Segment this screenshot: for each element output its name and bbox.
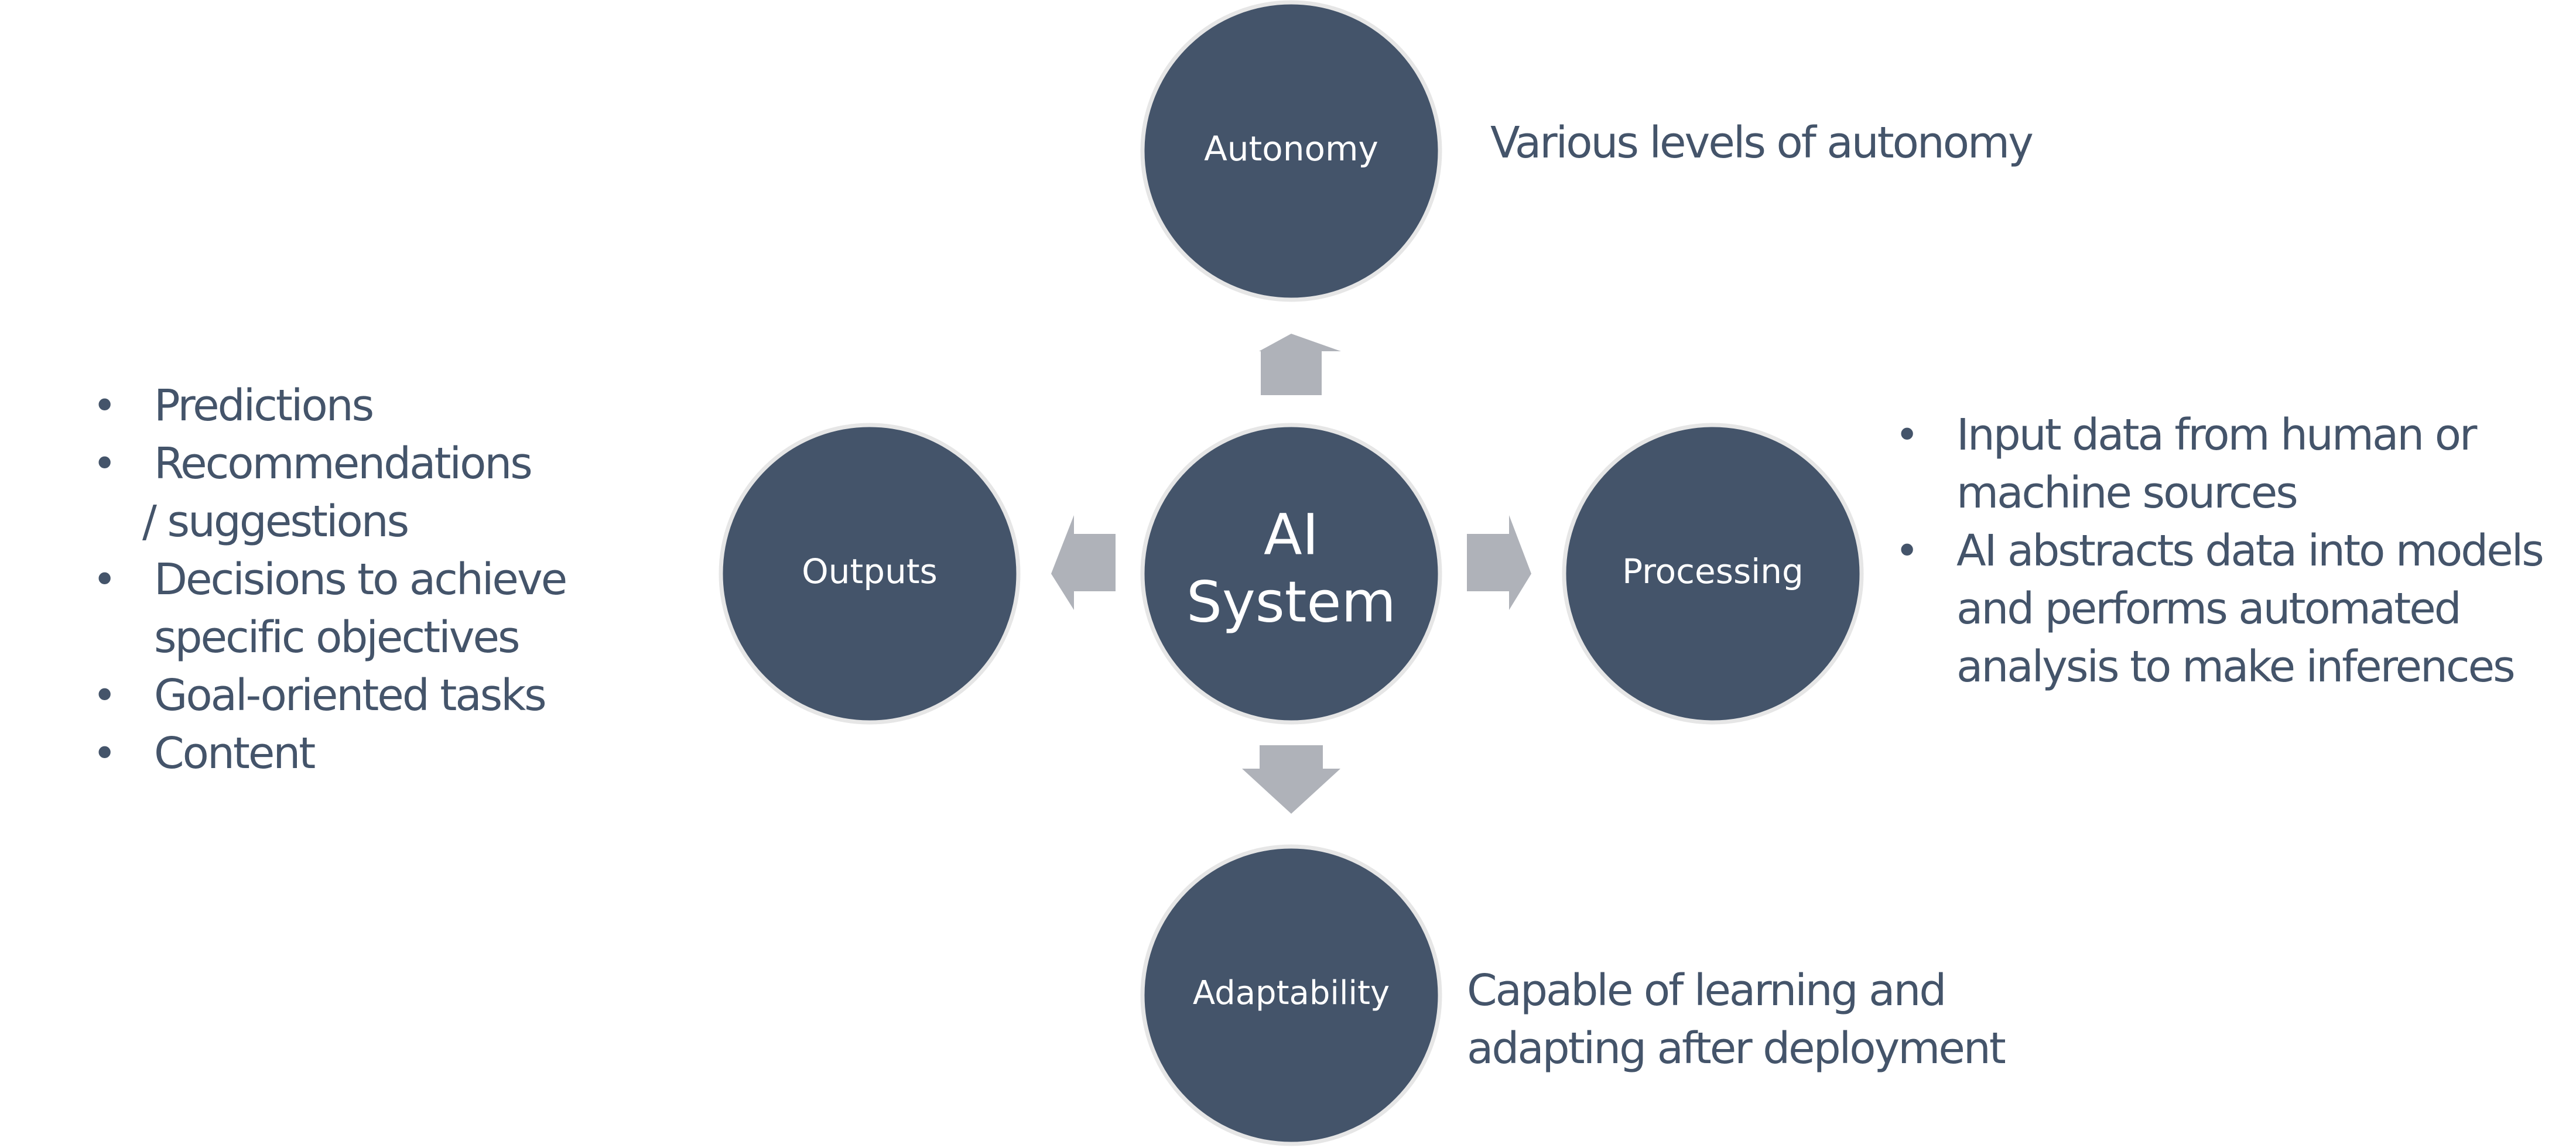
autonomy-description: Various levels of autonomy <box>1490 118 2034 168</box>
bullet-text: AI abstracts data into models and perfor… <box>1956 526 2544 692</box>
node-autonomy: Autonomy <box>1140 0 1442 302</box>
outputs-bullet-list: Predictions Recommendations / suggestion… <box>93 377 655 783</box>
node-processing-label: Processing <box>1622 551 1804 591</box>
arrow-right-icon <box>1467 515 1531 610</box>
bullet-text: Recommendations <box>154 438 533 489</box>
node-outputs: Outputs <box>719 423 1021 725</box>
arrow-left-icon <box>1051 515 1116 610</box>
arrow-up-icon <box>1259 334 1341 395</box>
bullet-text: Goal-oriented tasks <box>154 670 547 721</box>
outputs-bullet-item: Content <box>93 725 655 783</box>
outputs-description: Predictions Recommendations / suggestion… <box>93 377 655 783</box>
processing-bullet-item: Input data from human or machine sources <box>1895 406 2568 522</box>
arrow-down-icon <box>1242 745 1340 814</box>
outputs-bullet-continuation: / suggestions <box>93 493 655 551</box>
node-ai-system-label-line2: System <box>1186 569 1396 635</box>
node-outputs-label: Outputs <box>802 551 938 591</box>
node-autonomy-label: Autonomy <box>1204 129 1378 169</box>
node-processing: Processing <box>1562 423 1864 725</box>
node-adaptability: Adaptability <box>1140 844 1442 1146</box>
bullet-text: Content <box>154 728 316 779</box>
outputs-bullet-item: Recommendations <box>93 435 655 493</box>
processing-description: Input data from human or machine sources… <box>1895 406 2568 696</box>
adaptability-description-line2: adapting after deployment <box>1467 1023 2006 1074</box>
adaptability-description-line1: Capable of learning and <box>1467 965 1946 1016</box>
bullet-text: Input data from human or machine sources <box>1956 410 2477 518</box>
adaptability-description: Capable of learning and adapting after d… <box>1467 962 2052 1078</box>
processing-bullet-item: AI abstracts data into models and perfor… <box>1895 522 2568 696</box>
processing-bullet-list: Input data from human or machine sources… <box>1895 406 2568 696</box>
node-ai-system-label-line1: AI <box>1264 502 1319 567</box>
outputs-bullet-item: Goal-oriented tasks <box>93 667 655 725</box>
bullet-text: Decisions to achieve specific objectives <box>154 554 567 663</box>
bullet-text: / suggestions <box>142 496 409 547</box>
node-ai-system: AI System <box>1140 423 1442 725</box>
outputs-bullet-item: Predictions <box>93 377 655 435</box>
node-adaptability-label: Adaptability <box>1193 974 1390 1012</box>
outputs-bullet-item: Decisions to achieve specific objectives <box>93 551 655 667</box>
bullet-text: Predictions <box>154 381 374 431</box>
